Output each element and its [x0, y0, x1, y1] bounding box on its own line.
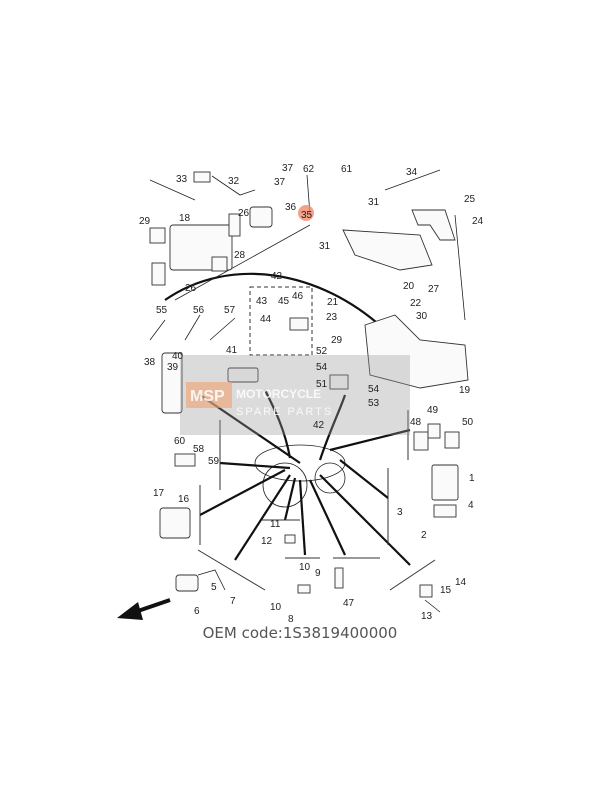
callout-36: 36: [285, 202, 297, 213]
callout-31: 31: [368, 197, 380, 208]
callout-50: 50: [462, 417, 474, 428]
callout-52: 52: [316, 346, 328, 357]
callout-13: 13: [421, 611, 433, 622]
callout-19: 19: [459, 385, 471, 396]
callout-10: 10: [270, 602, 282, 613]
battery-box: [364, 314, 469, 389]
callout-16: 16: [178, 494, 190, 505]
callout-20: 20: [403, 281, 415, 292]
callout-24: 24: [472, 216, 484, 227]
callout-51: 51: [316, 379, 328, 390]
callout-48: 48: [410, 417, 422, 428]
callout-1: 1: [469, 473, 475, 484]
callout-42: 42: [271, 271, 283, 282]
callout-35: 35: [301, 210, 313, 221]
callout-4: 4: [468, 500, 474, 511]
direction-arrow: [117, 598, 171, 620]
callout-26: 26: [238, 208, 250, 219]
callout-62: 62: [303, 164, 315, 175]
callout-25: 25: [464, 194, 476, 205]
callout-37: 37: [274, 177, 286, 188]
watermark: MSP MOTORCYCLE SPARE PARTS: [180, 355, 410, 435]
watermark-line2: SPARE PARTS: [236, 406, 333, 418]
callout-8: 8: [288, 614, 294, 625]
callout-59: 59: [208, 456, 220, 467]
callout-38: 38: [144, 357, 156, 368]
callout-47: 47: [343, 598, 355, 609]
callout-18: 18: [179, 213, 191, 224]
callout-30: 30: [416, 311, 428, 322]
callout-12: 12: [261, 536, 273, 547]
callout-56: 56: [193, 305, 205, 316]
callout-44: 44: [260, 314, 272, 325]
callout-57: 57: [224, 305, 236, 316]
callout-23: 23: [326, 312, 338, 323]
callout-41: 41: [226, 345, 238, 356]
callout-11: 11: [270, 519, 281, 530]
callout-49: 49: [427, 405, 439, 416]
callout-31: 31: [319, 241, 331, 252]
callout-45: 45: [278, 296, 290, 307]
callout-17: 17: [153, 488, 165, 499]
highlight-marker: [298, 205, 314, 221]
callout-9: 9: [315, 568, 321, 579]
callout-61: 61: [341, 164, 353, 175]
callout-39: 39: [167, 362, 179, 373]
harness-lines: [164, 224, 436, 591]
callout-43: 43: [256, 296, 268, 307]
callout-27: 27: [428, 284, 440, 295]
callout-26: 26: [185, 283, 197, 294]
callout-54: 54: [316, 362, 328, 373]
callout-6: 6: [194, 606, 200, 617]
callout-29: 29: [139, 216, 151, 227]
callout-58: 58: [193, 444, 205, 455]
callout-29: 29: [331, 335, 343, 346]
callout-42: 42: [313, 420, 325, 431]
callout-28: 28: [234, 250, 246, 261]
callout-32: 32: [228, 176, 240, 187]
callout-40: 40: [172, 351, 184, 362]
callout-53: 53: [368, 398, 380, 409]
callout-3: 3: [397, 507, 403, 518]
callout-37: 37: [282, 163, 294, 174]
watermark-logo: MSP: [190, 388, 225, 405]
ecu: [431, 464, 459, 501]
frame-bracket: [342, 229, 433, 271]
callout-14: 14: [455, 577, 467, 588]
callout-15: 15: [440, 585, 452, 596]
callout-22: 22: [410, 298, 422, 309]
callout-5: 5: [211, 582, 217, 593]
parts: [149, 169, 469, 613]
callout-55: 55: [156, 305, 168, 316]
callout-33: 33: [176, 174, 188, 185]
callout-46: 46: [292, 291, 304, 302]
callout-7: 7: [230, 596, 236, 607]
starter-relay: [249, 206, 273, 228]
callout-54: 54: [368, 384, 380, 395]
callout-2: 2: [421, 530, 427, 541]
callout-60: 60: [174, 436, 186, 447]
callout-34: 34: [406, 167, 418, 178]
callout-21: 21: [327, 297, 339, 308]
watermark-line1: MOTORCYCLE: [236, 387, 321, 401]
callout-10: 10: [299, 562, 311, 573]
oem-code: OEM code:1S3819400000: [202, 624, 398, 642]
